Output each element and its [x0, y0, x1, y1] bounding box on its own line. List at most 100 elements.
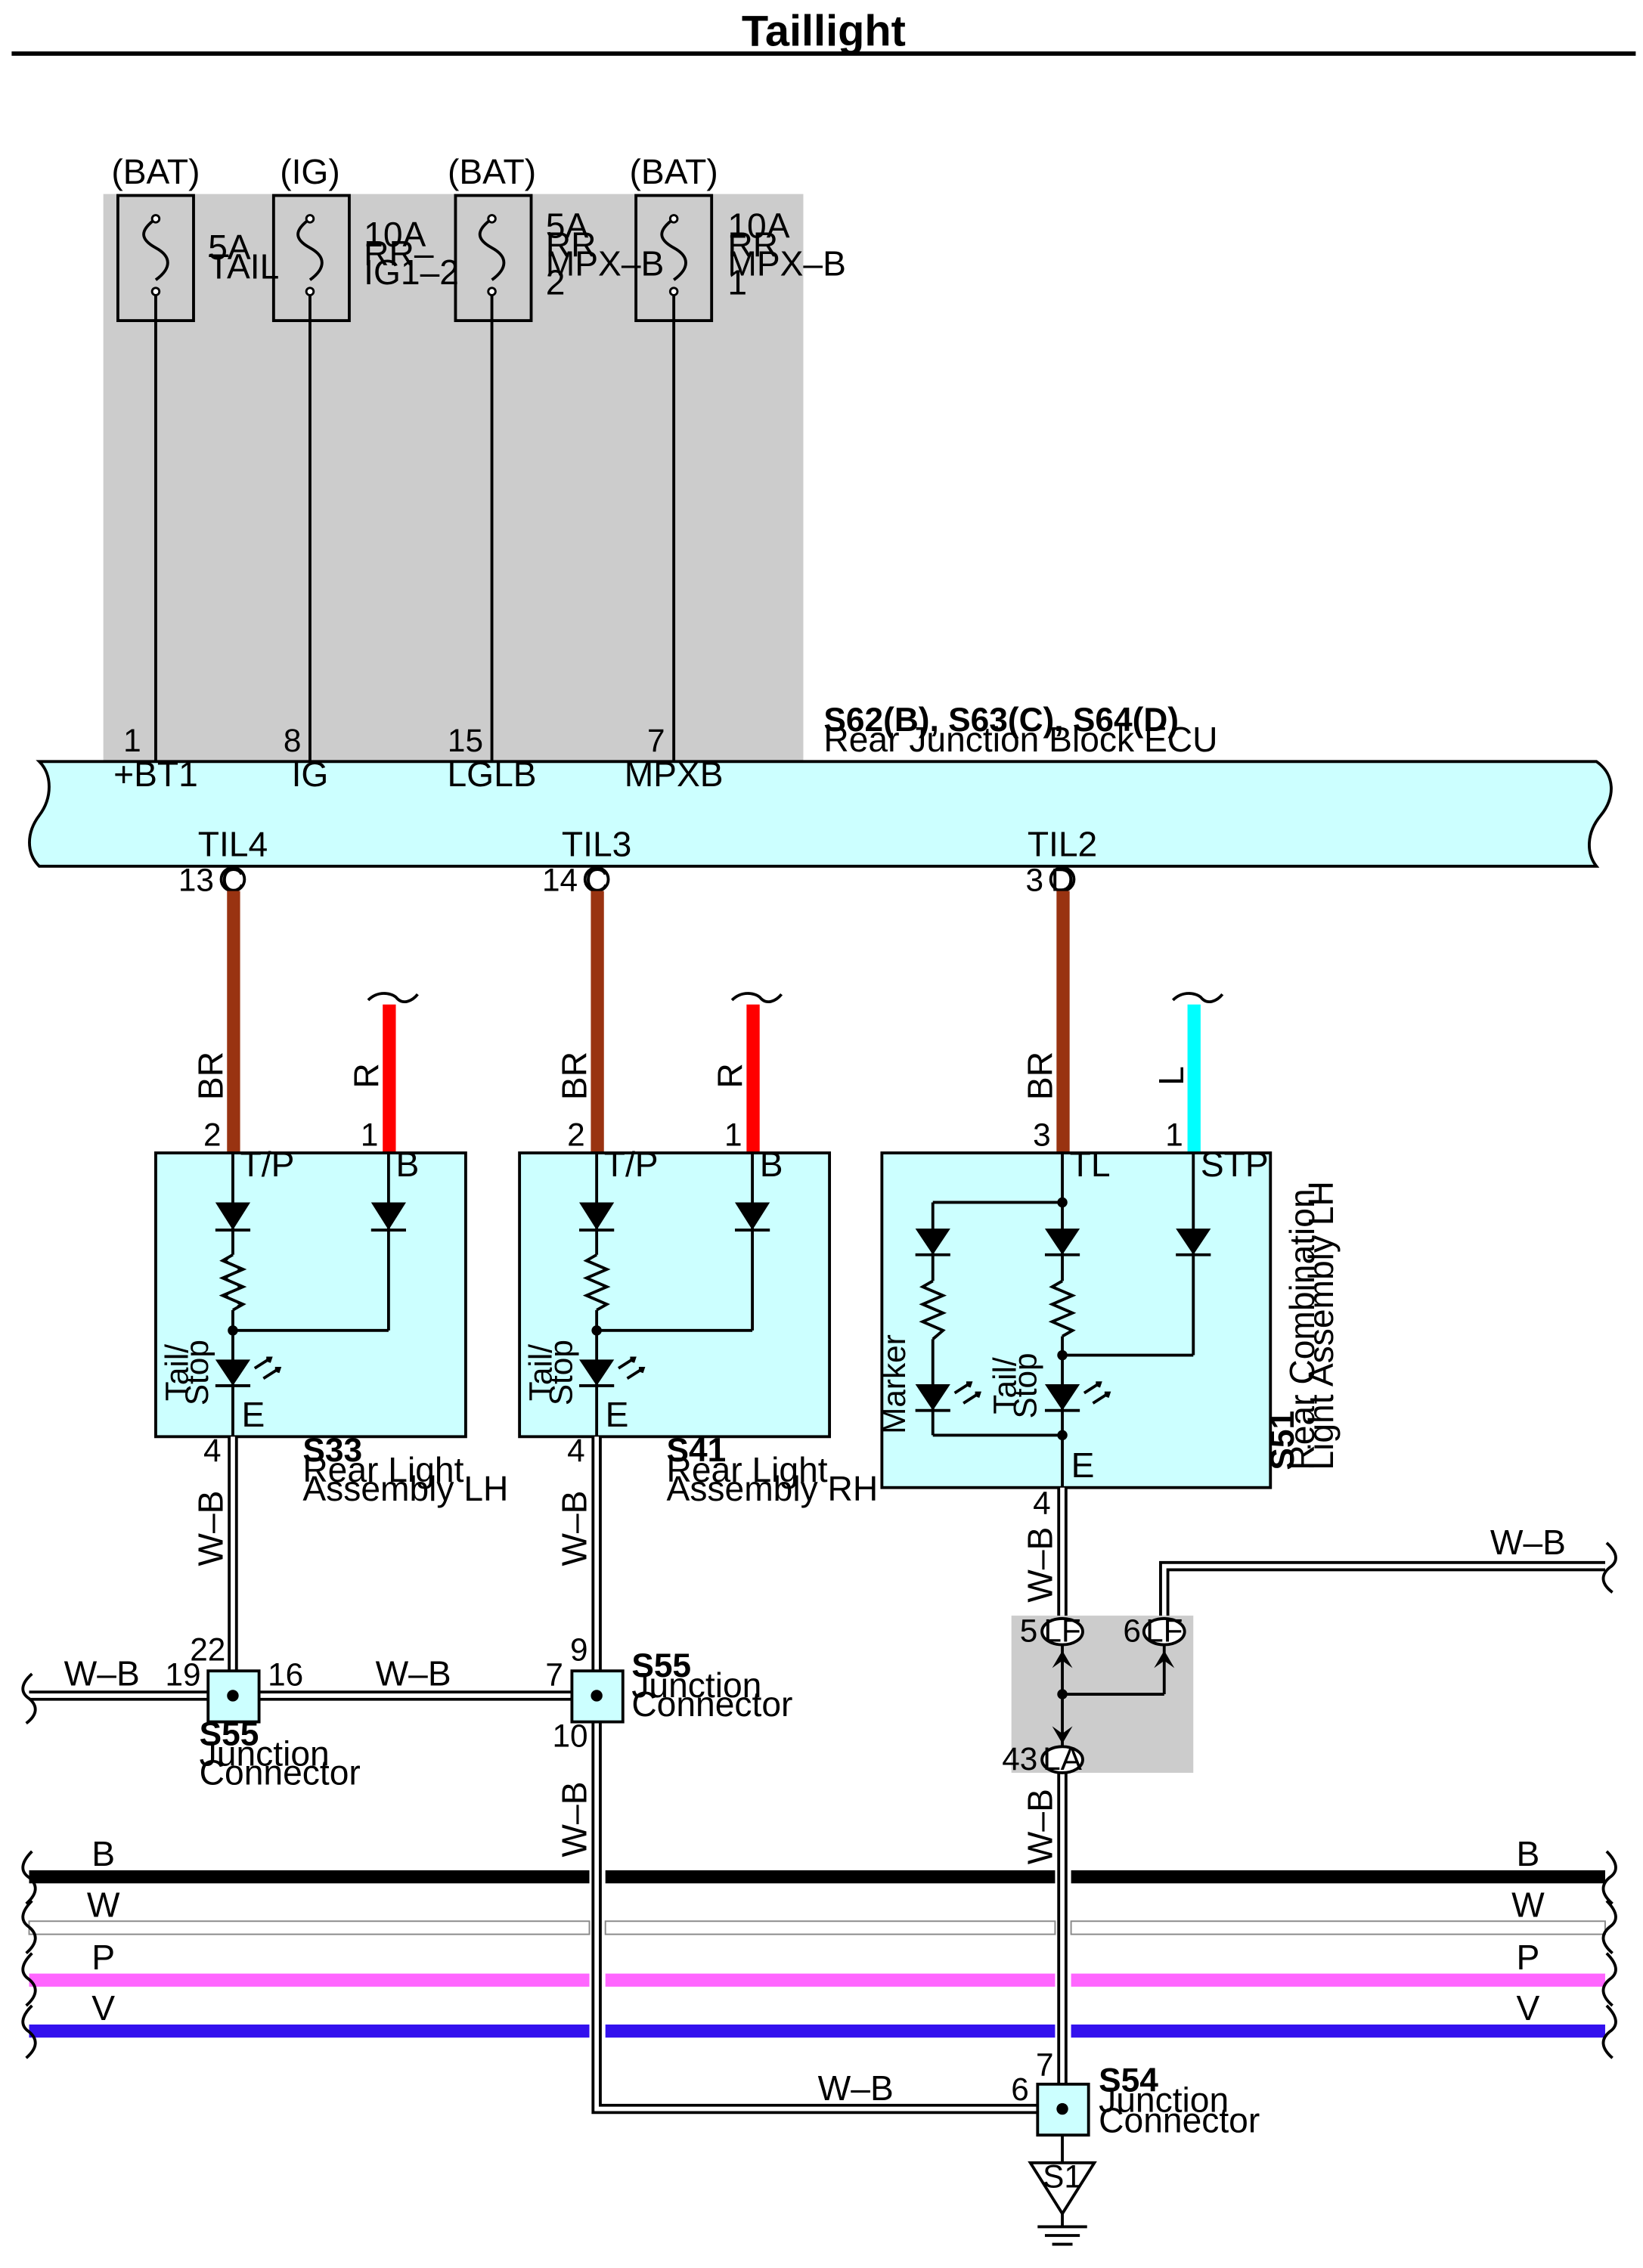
svg-text:Tail/: Tail/ — [987, 1357, 1022, 1414]
wire-r-1 — [383, 1004, 396, 1154]
ecu-connector-til3: C 14 — [542, 863, 610, 898]
ecu-bar — [28, 760, 1613, 868]
svg-text:3: 3 — [1033, 1117, 1051, 1152]
svg-text:E: E — [242, 1395, 265, 1434]
diode-icon — [1176, 1228, 1211, 1255]
svg-text:Tail/: Tail/ — [159, 1344, 194, 1402]
svg-text:Rear Combination: Rear Combination — [1282, 1188, 1322, 1470]
svg-text:Connector: Connector — [1099, 2100, 1260, 2139]
ecu-output-til4: TIL4 — [198, 824, 268, 863]
resistor-icon — [919, 1279, 947, 1340]
svg-text:2: 2 — [567, 1117, 585, 1152]
svg-text:E: E — [606, 1395, 629, 1434]
svg-text:Light Assembly LH: Light Assembly LH — [1301, 1181, 1341, 1470]
led-icon — [215, 1359, 251, 1386]
diode-icon — [734, 1202, 770, 1231]
lamp-s51: 3 1 TL STP Marker Tail/ Stop E 4 S51 — [876, 1117, 1341, 1520]
fuse-2-rating: 10A — [364, 215, 426, 254]
lamp-s41: 2 1 T/P B Tail/ Stop E 4 S41 Rear Light … — [518, 1117, 879, 1508]
wire-label-wb-9: W–B — [818, 2068, 894, 2108]
svg-text:10: 10 — [552, 1718, 587, 1753]
svg-text:T/P: T/P — [604, 1145, 659, 1184]
diode-icon — [579, 1202, 615, 1231]
fuse-3-line4: 2 — [546, 262, 566, 302]
svg-text:S55: S55 — [631, 1647, 691, 1684]
fuse-3-line3: MPX–B — [546, 243, 665, 283]
svg-text:7: 7 — [545, 1656, 563, 1692]
wire-label-br-1: BR — [191, 1052, 230, 1100]
diode-icon — [370, 1202, 406, 1231]
svg-text:W: W — [87, 1885, 120, 1924]
fuse-1: (BAT) 5A TAIL 1 — [111, 152, 279, 762]
diagram-title: Taillight — [742, 7, 906, 55]
wire-label-wb-3: W–B — [1021, 1527, 1060, 1603]
led-icon — [579, 1359, 615, 1386]
svg-text:B: B — [1517, 1834, 1540, 1873]
svg-text:W: W — [1511, 1885, 1545, 1924]
wb-right-break — [1601, 1541, 1617, 1594]
fuse-4-line2: RR — [727, 225, 778, 264]
junction-s55-mid: 9 7 10 S55 Junction Connector — [545, 1632, 792, 1754]
svg-text:S55: S55 — [200, 1715, 259, 1752]
lf-connector: LF LF LA 5 6 43 — [1002, 1613, 1194, 1777]
fuse-1-rating: 5A — [208, 228, 251, 267]
svg-text:E: E — [1071, 1445, 1095, 1485]
ecu-output-til3: TIL3 — [562, 824, 631, 863]
ecu-name: Rear Junction Block ECU — [823, 720, 1217, 759]
resistor-icon — [1048, 1279, 1077, 1338]
fuse-3-icon — [478, 217, 506, 281]
svg-text:Stop: Stop — [1007, 1352, 1043, 1418]
connector-arrow-icon — [1154, 1650, 1175, 1668]
wire-label-wb-5: W–B — [1021, 1789, 1060, 1864]
svg-text:S1: S1 — [1043, 2158, 1082, 2194]
fuse-3-rating: 5A — [546, 206, 589, 245]
bus-break-marks — [21, 1850, 1617, 2059]
svg-text:19: 19 — [166, 1656, 201, 1692]
fuse-block-area — [103, 194, 804, 762]
fuse-4-pin: 7 — [647, 723, 665, 758]
wire-label-wb-2: W–B — [555, 1491, 594, 1566]
fuse-2: (IG) 10A RR– IG1–2 8 — [271, 152, 459, 762]
svg-text:Tail/: Tail/ — [522, 1344, 558, 1402]
svg-text:TL: TL — [1070, 1145, 1111, 1184]
svg-text:Junction: Junction — [200, 1734, 330, 1773]
svg-text:3: 3 — [1025, 863, 1043, 898]
led-icon — [915, 1384, 950, 1411]
svg-text:T/P: T/P — [240, 1145, 295, 1184]
svg-text:6: 6 — [1011, 2071, 1029, 2107]
bus-v: V V — [29, 1988, 1605, 2038]
svg-text:P: P — [91, 1938, 115, 1977]
ecu-terminal-bt1: +BT1 — [113, 754, 198, 794]
fuse-4-line3: MPX–B — [727, 243, 846, 283]
fuse-2-line3: IG1–2 — [364, 253, 459, 292]
svg-text:V: V — [1517, 1988, 1540, 2028]
fuse-3: (BAT) 5A RR MPX–B 2 15 — [448, 152, 665, 762]
fuse-1-pin: 1 — [123, 723, 141, 758]
wire-l-break — [1171, 992, 1224, 1004]
wire-br-1 — [227, 891, 240, 1154]
svg-text:1: 1 — [1165, 1117, 1183, 1152]
fuse-3-line2: RR — [546, 225, 597, 264]
diode-icon — [215, 1202, 251, 1231]
ecu-terminal-mpxb: MPXB — [625, 754, 724, 794]
svg-text:Rear Light: Rear Light — [302, 1450, 463, 1489]
svg-text:22: 22 — [190, 1632, 225, 1668]
svg-text:4: 4 — [567, 1433, 585, 1468]
junction-s55-left: 22 19 16 S55 Junction Connector — [166, 1632, 361, 1792]
wire-label-br-3: BR — [1021, 1052, 1060, 1100]
svg-text:6: 6 — [1123, 1613, 1141, 1649]
svg-text:STP: STP — [1201, 1145, 1269, 1184]
fuse-4-icon — [660, 217, 687, 281]
ground-triangle-icon — [1028, 2161, 1097, 2217]
svg-text:V: V — [91, 1988, 115, 2028]
svg-text:LA: LA — [1043, 1741, 1083, 1777]
fuse-1-name: TAIL — [208, 246, 279, 286]
fuse-3-pin: 15 — [448, 723, 483, 758]
connector-arrow-icon — [1052, 1650, 1073, 1668]
fuse-2-icon — [296, 217, 324, 281]
wire-label-wb-7: W–B — [376, 1653, 451, 1693]
diode-icon — [1044, 1228, 1080, 1255]
svg-text:Assembly RH: Assembly RH — [667, 1469, 879, 1508]
svg-text:2: 2 — [203, 1117, 222, 1152]
fuse-2-pin: 8 — [284, 723, 302, 758]
